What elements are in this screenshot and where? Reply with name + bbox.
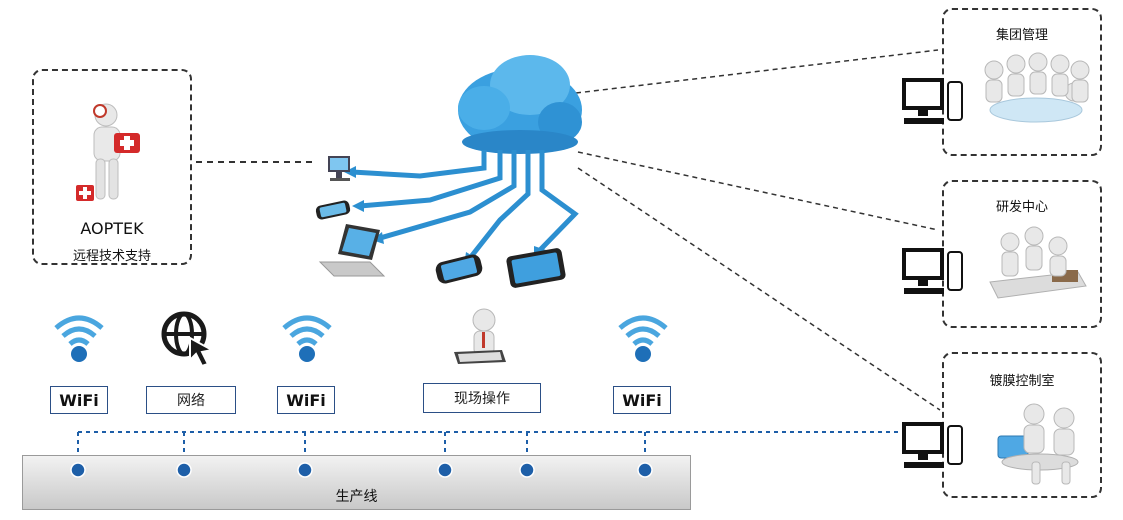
remote-support-subtitle: 远程技术支持 (72, 249, 151, 264)
worker-figure-icon (454, 308, 506, 364)
desktop-icon (328, 156, 350, 181)
remote-support-box: AOPTEK 远程技术支持 (32, 69, 192, 265)
panel-title: 镀膜控制室 (989, 374, 1055, 389)
meeting-figures-icon (997, 403, 1079, 485)
panel-title: 集团管理 (995, 28, 1048, 43)
remote-support-brand: AOPTEK (80, 219, 144, 238)
monitor-icon (902, 78, 963, 124)
onsite-operation-label: 现场操作 (423, 383, 541, 413)
doctor-figure-icon (76, 103, 140, 201)
monitor-icon (902, 422, 963, 468)
tablet-icon (506, 248, 566, 288)
wifi-label-3: WiFi (613, 386, 671, 414)
globe-cursor-icon (161, 311, 215, 366)
wifi-icon (618, 315, 668, 362)
monitor-icon (902, 248, 963, 294)
phone-icon (315, 200, 351, 220)
meeting-figures-icon (984, 52, 1090, 123)
wifi-label-1: WiFi (50, 386, 108, 414)
network-label: 网络 (146, 386, 236, 414)
cloud-icon (458, 55, 582, 154)
phone-icon (435, 254, 483, 284)
wifi-icon (282, 315, 332, 362)
coating-control-room-panel: 镀膜控制室 (942, 352, 1102, 498)
wifi-icon (54, 315, 104, 362)
rnd-center-panel: 研发中心 (942, 180, 1102, 328)
wifi-label-2: WiFi (277, 386, 335, 414)
meeting-figures-icon (989, 226, 1087, 299)
laptop-icon (318, 224, 386, 277)
production-line-bar: 生产线 (22, 455, 691, 510)
production-line-label: 生产线 (335, 489, 378, 505)
panel-title: 研发中心 (995, 200, 1048, 215)
group-management-panel: 集团管理 (942, 8, 1102, 156)
